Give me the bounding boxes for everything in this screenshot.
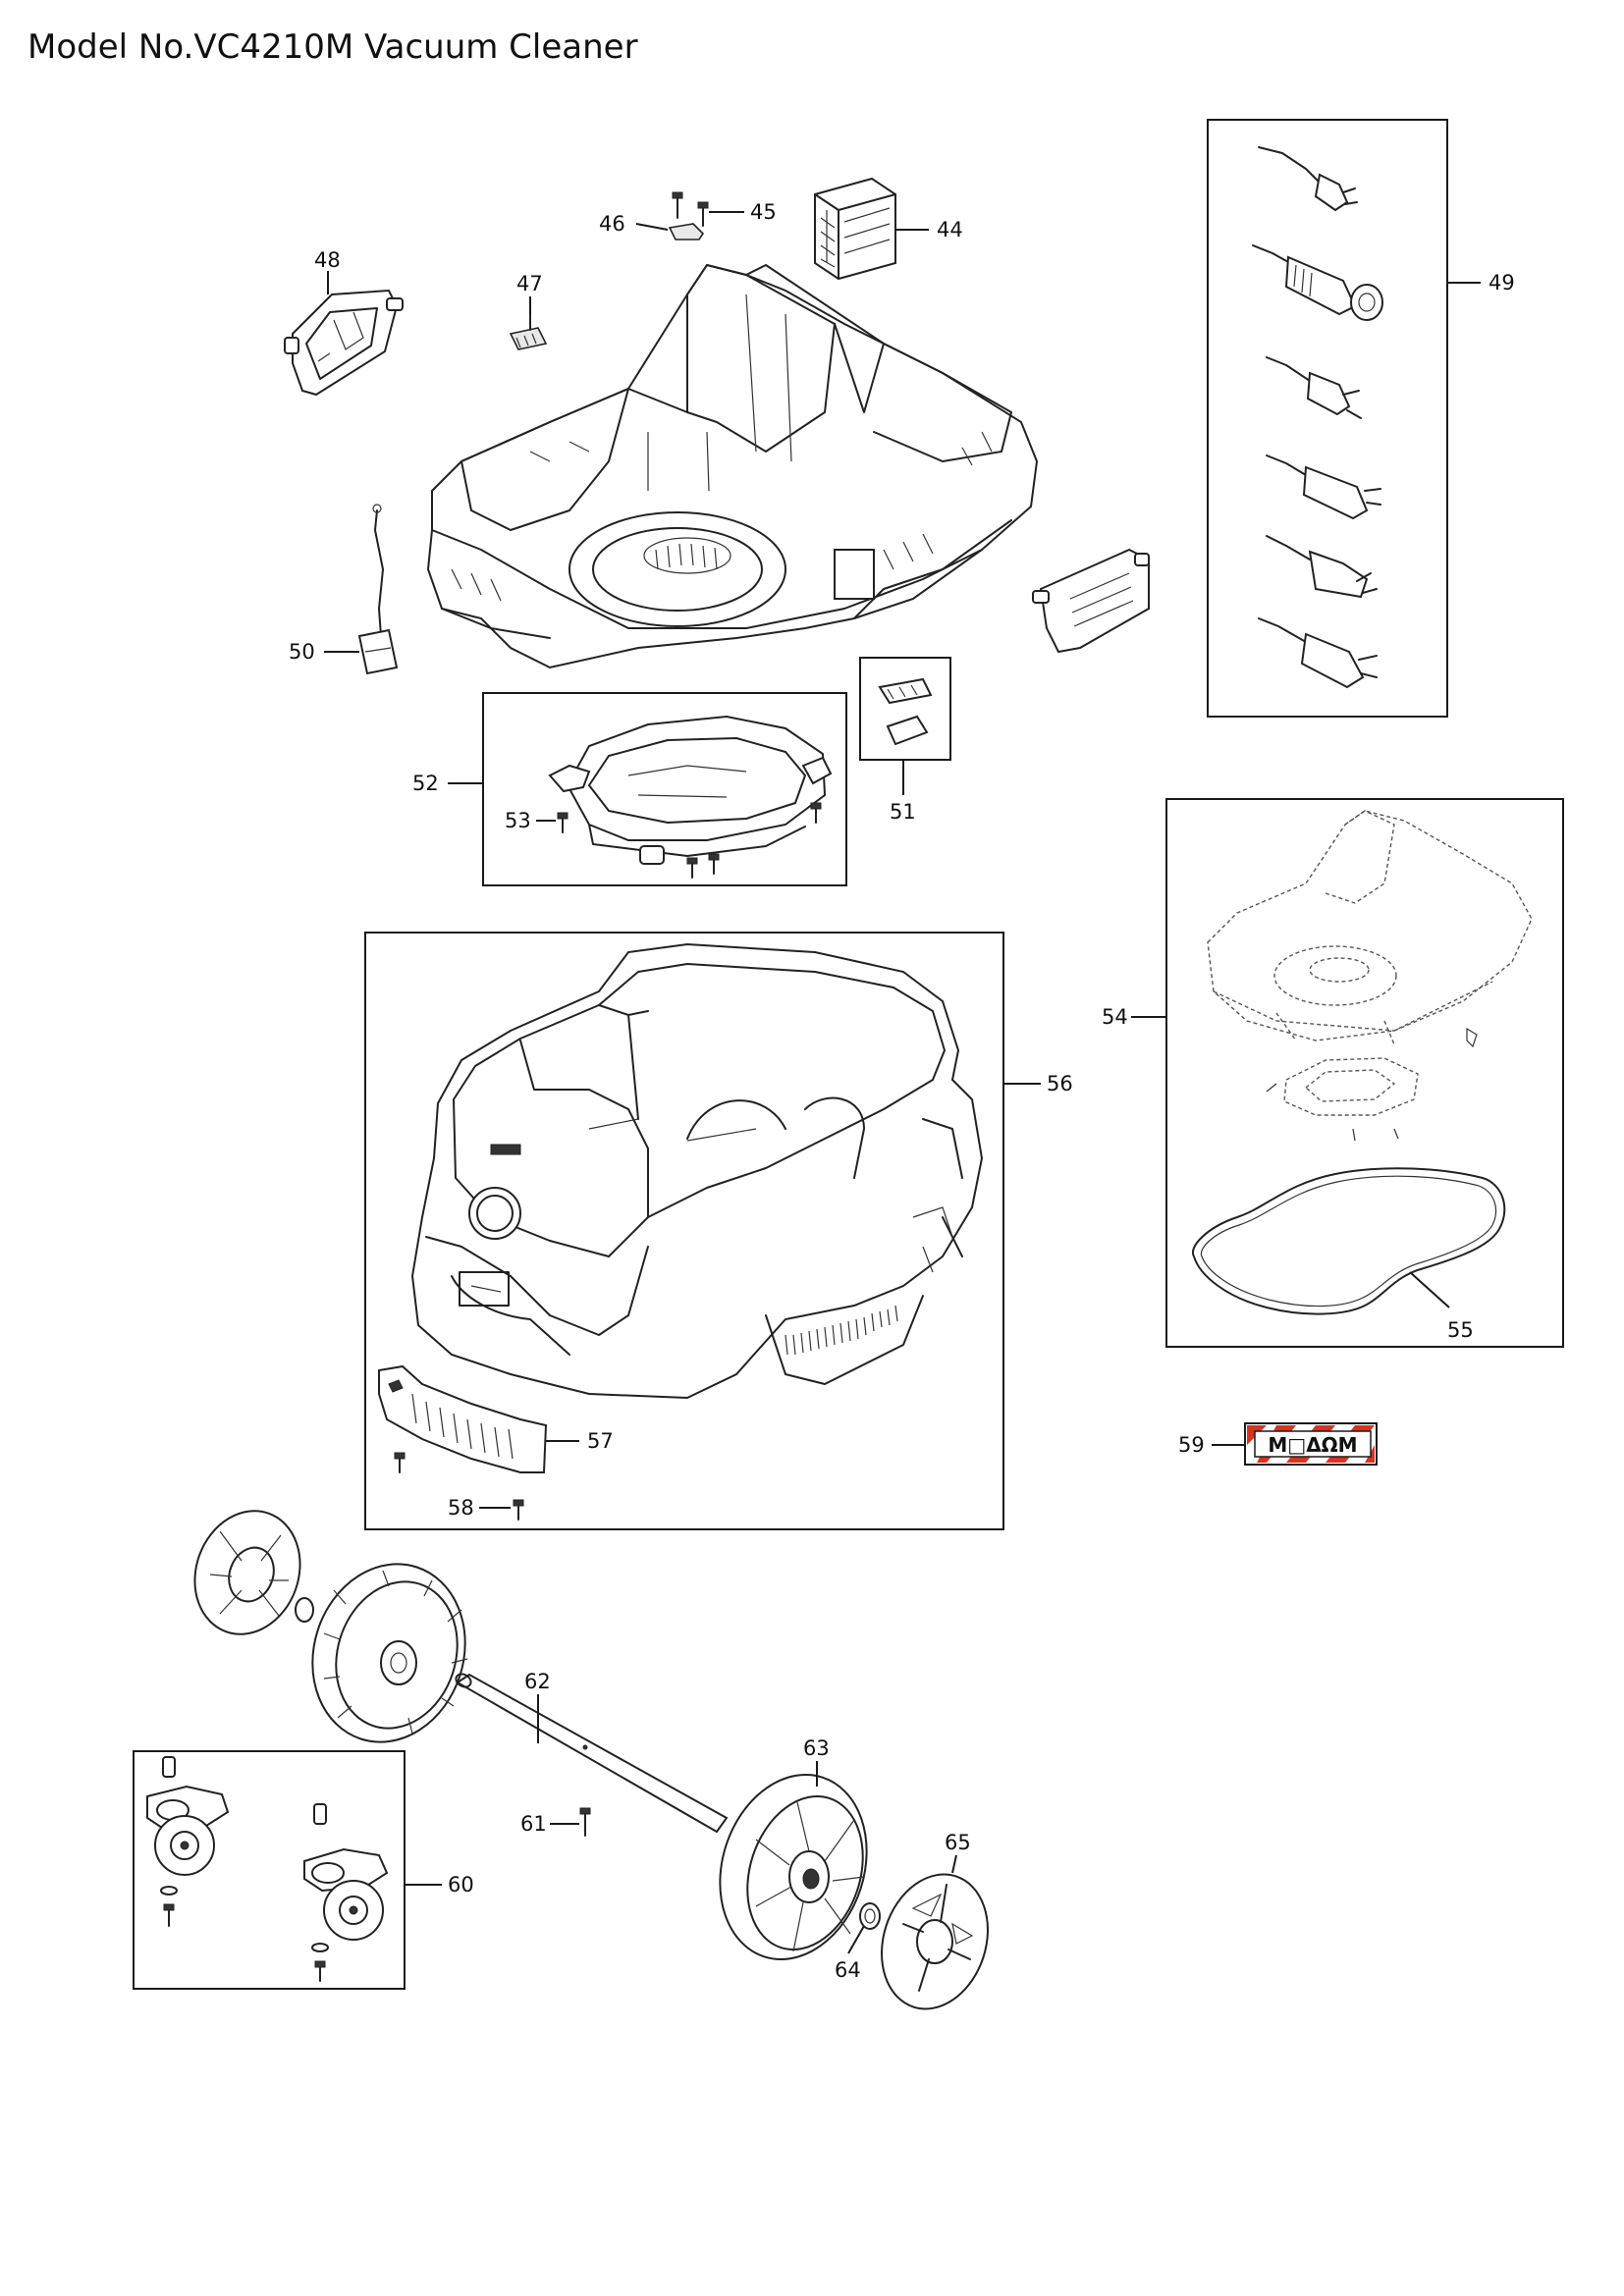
housing-assembly-54 <box>1207 810 1533 1142</box>
wheel-cap-65 <box>881 1873 989 2010</box>
part-number-52: 52 <box>412 772 439 795</box>
wheel-63 <box>719 1774 868 1960</box>
part-number-49: 49 <box>1489 271 1515 294</box>
part-number-64: 64 <box>835 1958 861 1982</box>
part-number-62: 62 <box>524 1670 551 1693</box>
part-number-54: 54 <box>1102 1005 1128 1029</box>
tank-56 <box>410 942 984 1400</box>
part-number-46: 46 <box>599 212 625 236</box>
clip-47 <box>509 313 548 350</box>
wheel-cap-left <box>193 1510 301 1635</box>
gasket-55 <box>1191 1167 1506 1315</box>
bracket-48 <box>284 289 404 397</box>
part-number-60: 60 <box>448 1873 474 1896</box>
screw-57 <box>394 1452 406 1473</box>
screw-58 <box>513 1499 524 1521</box>
part-number-57: 57 <box>587 1429 614 1453</box>
page-title: Model No.VC4210M Vacuum Cleaner <box>27 27 638 67</box>
part-54-box <box>1165 798 1564 1348</box>
clip-51 <box>878 677 933 746</box>
part-56-box <box>364 932 1004 1530</box>
cable-block-50 <box>357 504 399 675</box>
side-handle <box>1032 548 1150 654</box>
casters-60 <box>146 1756 389 1982</box>
power-cords-49 <box>1252 146 1383 689</box>
leader-46 <box>635 223 669 231</box>
screws-53 <box>557 802 822 879</box>
part-number-47: 47 <box>516 272 543 295</box>
part-number-50: 50 <box>289 640 315 664</box>
motor-base-52 <box>548 715 833 879</box>
part-number-65: 65 <box>945 1831 971 1854</box>
part-number-48: 48 <box>314 248 341 272</box>
warning-label-59: M□ΔΩM <box>1244 1422 1378 1466</box>
part-52-box <box>482 692 847 886</box>
bracket-46 <box>668 223 705 240</box>
wheel-left <box>311 1563 468 1743</box>
screws-45 <box>672 191 709 227</box>
leader-65 <box>951 1854 957 1874</box>
part-60-box <box>133 1750 406 1990</box>
part-number-53: 53 <box>505 809 531 832</box>
part-51-box <box>859 657 951 761</box>
power-cord-group-box <box>1207 119 1448 718</box>
top-housing <box>426 263 1039 669</box>
part-number-61: 61 <box>520 1812 547 1836</box>
part-number-44: 44 <box>937 218 963 241</box>
part-number-56: 56 <box>1047 1072 1073 1095</box>
part-number-55: 55 <box>1447 1318 1474 1342</box>
part-number-51: 51 <box>890 800 916 824</box>
part-number-59: 59 <box>1178 1433 1205 1457</box>
part-number-63: 63 <box>803 1736 830 1760</box>
warning-label-text: M□ΔΩM <box>1268 1433 1357 1457</box>
washer-64 <box>859 1902 881 1930</box>
part-number-58: 58 <box>448 1496 474 1520</box>
leader-55 <box>1409 1271 1450 1308</box>
part-number-45: 45 <box>750 200 777 224</box>
axle-62 <box>455 1673 729 1834</box>
front-grille-57 <box>378 1364 548 1473</box>
screw-61 <box>579 1807 591 1837</box>
leader-64 <box>847 1925 865 1954</box>
filter-block-44 <box>814 177 896 281</box>
washer-left <box>295 1597 314 1623</box>
